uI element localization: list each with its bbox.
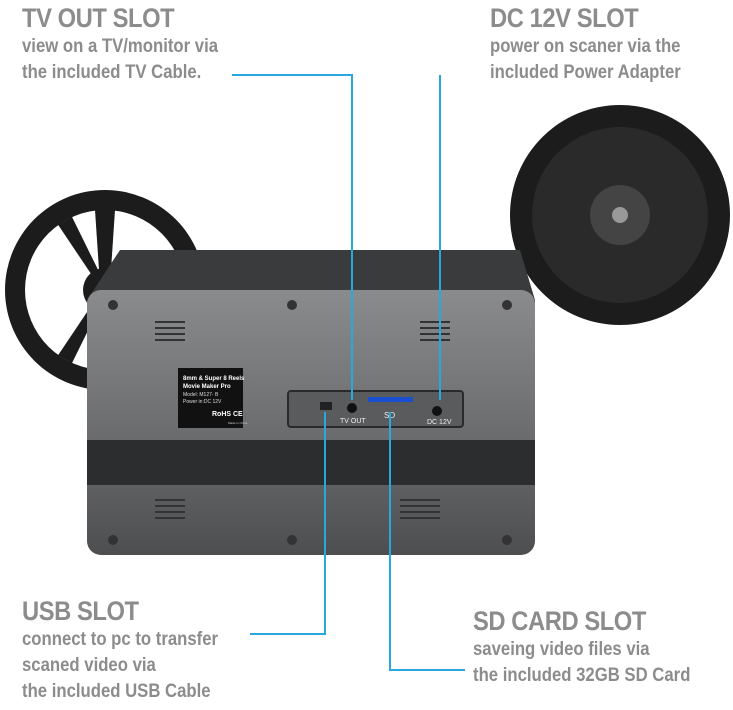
usb-callout: USB SLOT connect to pc to transfer scane… (22, 596, 245, 705)
port-panel (287, 390, 464, 428)
dc-line: included Power Adapter (490, 62, 681, 83)
tv-out-callout: TV OUT SLOT view on a TV/monitor via the… (22, 3, 245, 86)
callout-lines (232, 74, 465, 671)
label-marks: RoHS CE (212, 411, 243, 418)
usb-title: USB SLOT (22, 596, 139, 626)
label-line1: 8mm & Super 8 Reels (183, 376, 245, 382)
label-line3: Model: M127- B (183, 392, 219, 398)
dc-port[interactable] (432, 406, 442, 416)
tv-out-line: view on a TV/monitor via (22, 36, 219, 57)
tv-out-port[interactable] (347, 403, 357, 413)
screws (108, 300, 512, 545)
usb-line: the included USB Cable (22, 681, 211, 702)
sd-title: SD CARD SLOT (473, 606, 646, 636)
usb-line: scaned video via (22, 655, 156, 676)
dc-callout: DC 12V SLOT power on scaner via the incl… (490, 3, 707, 86)
sd-line: saveing video files via (473, 639, 650, 660)
dc-label: DC 12V (427, 419, 452, 426)
sd-slot[interactable] (368, 397, 413, 402)
sd-line: the included 32GB SD Card (473, 665, 691, 686)
usb-port[interactable] (320, 402, 332, 410)
label-line2: Movie Maker Pro (183, 384, 231, 390)
label-made: Made in China (228, 421, 248, 425)
right-reel (510, 105, 730, 325)
vents (155, 321, 450, 519)
dc-line: power on scaner via the (490, 36, 681, 57)
usb-line: connect to pc to transfer (22, 629, 219, 650)
tv-out-label: TV OUT (340, 418, 366, 425)
tv-out-title: TV OUT SLOT (22, 3, 175, 33)
dc-title: DC 12V SLOT (490, 3, 639, 33)
device-label (178, 368, 243, 428)
tv-out-line: the included TV Cable. (22, 62, 202, 83)
sd-callout: SD CARD SLOT saveing video files via the… (473, 606, 720, 689)
label-line4: Power in:DC 12V (183, 399, 222, 405)
